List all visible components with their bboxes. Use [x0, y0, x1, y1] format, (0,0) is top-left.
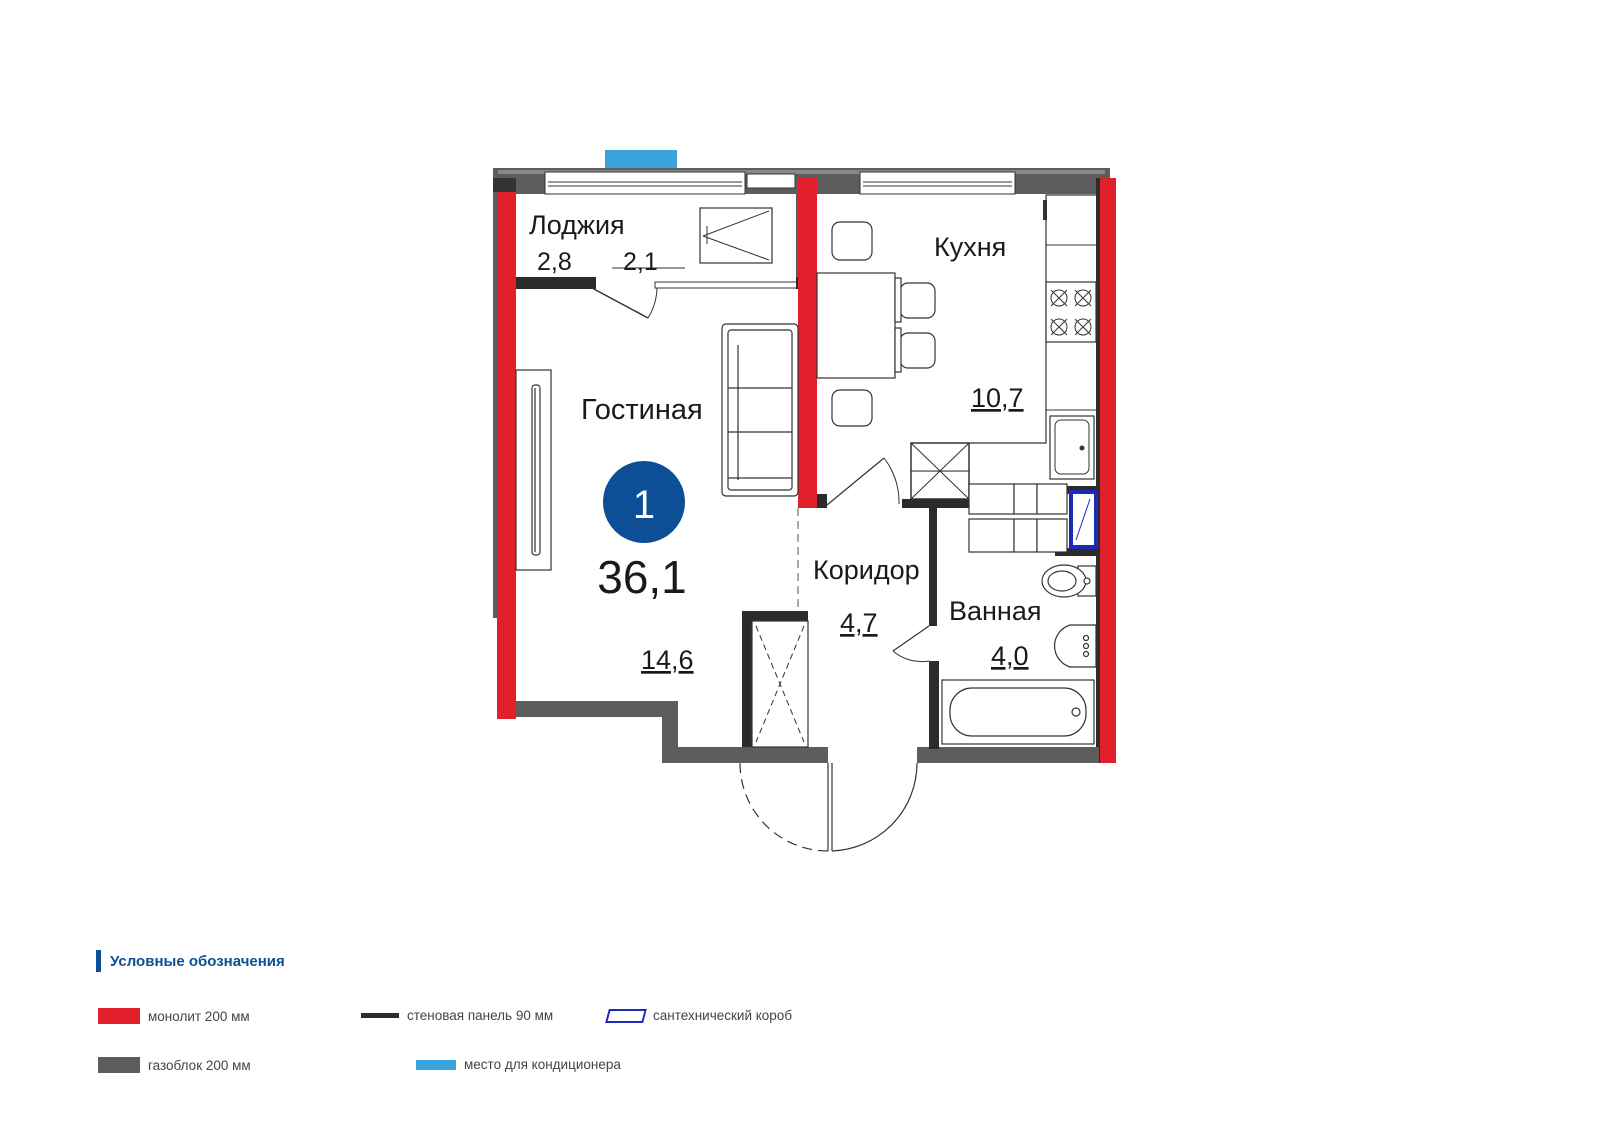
corridor-area: 4,7 [840, 608, 878, 638]
kitchen-name: Кухня [934, 232, 1006, 262]
corridor-name: Коридор [813, 555, 920, 585]
legend-label: сантехнический короб [653, 1008, 793, 1023]
living-area: 14,6 [641, 645, 694, 675]
legend-label: монолит 200 мм [148, 1008, 250, 1024]
bathtub [941, 679, 1095, 745]
toilet [1041, 564, 1097, 598]
legend-title: Условные обозначения [96, 950, 285, 972]
dining-set [816, 221, 936, 427]
legend-item-ac: место для кондиционера [416, 1057, 621, 1072]
total-area: 36,1 [597, 551, 687, 603]
apartment-number: 1 [633, 483, 655, 527]
legend-item-shaft: сантехнический короб [605, 1008, 793, 1023]
loggia-name: Лоджия [529, 210, 625, 240]
bathroom-area: 4,0 [991, 641, 1029, 671]
legend-item-gasblock: газоблок 200 мм [98, 1057, 251, 1073]
legend-title-bar [96, 950, 101, 972]
right-monolith-wall [1100, 178, 1116, 763]
apartment-number-badge [603, 461, 685, 543]
left-monolith-wall [497, 188, 516, 719]
legend-item-monolith: монолит 200 мм [98, 1008, 250, 1024]
gasblock-swatch [98, 1057, 140, 1073]
monolith-swatch [98, 1008, 140, 1024]
legend-item-panel: стеновая панель 90 мм [361, 1008, 553, 1023]
legend-title-text: Условные обозначения [110, 952, 285, 970]
bathroom-name: Ванная [949, 596, 1041, 626]
loggia-area-b: 2,1 [623, 248, 658, 276]
sofa [721, 323, 799, 497]
loggia-area-a: 2,8 [537, 248, 572, 276]
washbasin [1054, 624, 1097, 668]
ac-swatch [416, 1059, 456, 1070]
living-name: Гостиная [581, 394, 703, 426]
legend-label: место для кондиционера [464, 1057, 621, 1072]
ac-spot [605, 150, 677, 168]
tv-unit [515, 369, 552, 571]
shaft-swatch [605, 1008, 647, 1023]
legend-label: стеновая панель 90 мм [407, 1008, 554, 1023]
panel-swatch [361, 1013, 399, 1018]
loggia-wall [516, 277, 596, 289]
central-monolith-wall [798, 178, 817, 508]
kitchen-area: 10,7 [971, 383, 1024, 413]
bottom-walls [516, 611, 1099, 763]
legend-label: газоблок 200 мм [148, 1057, 251, 1073]
